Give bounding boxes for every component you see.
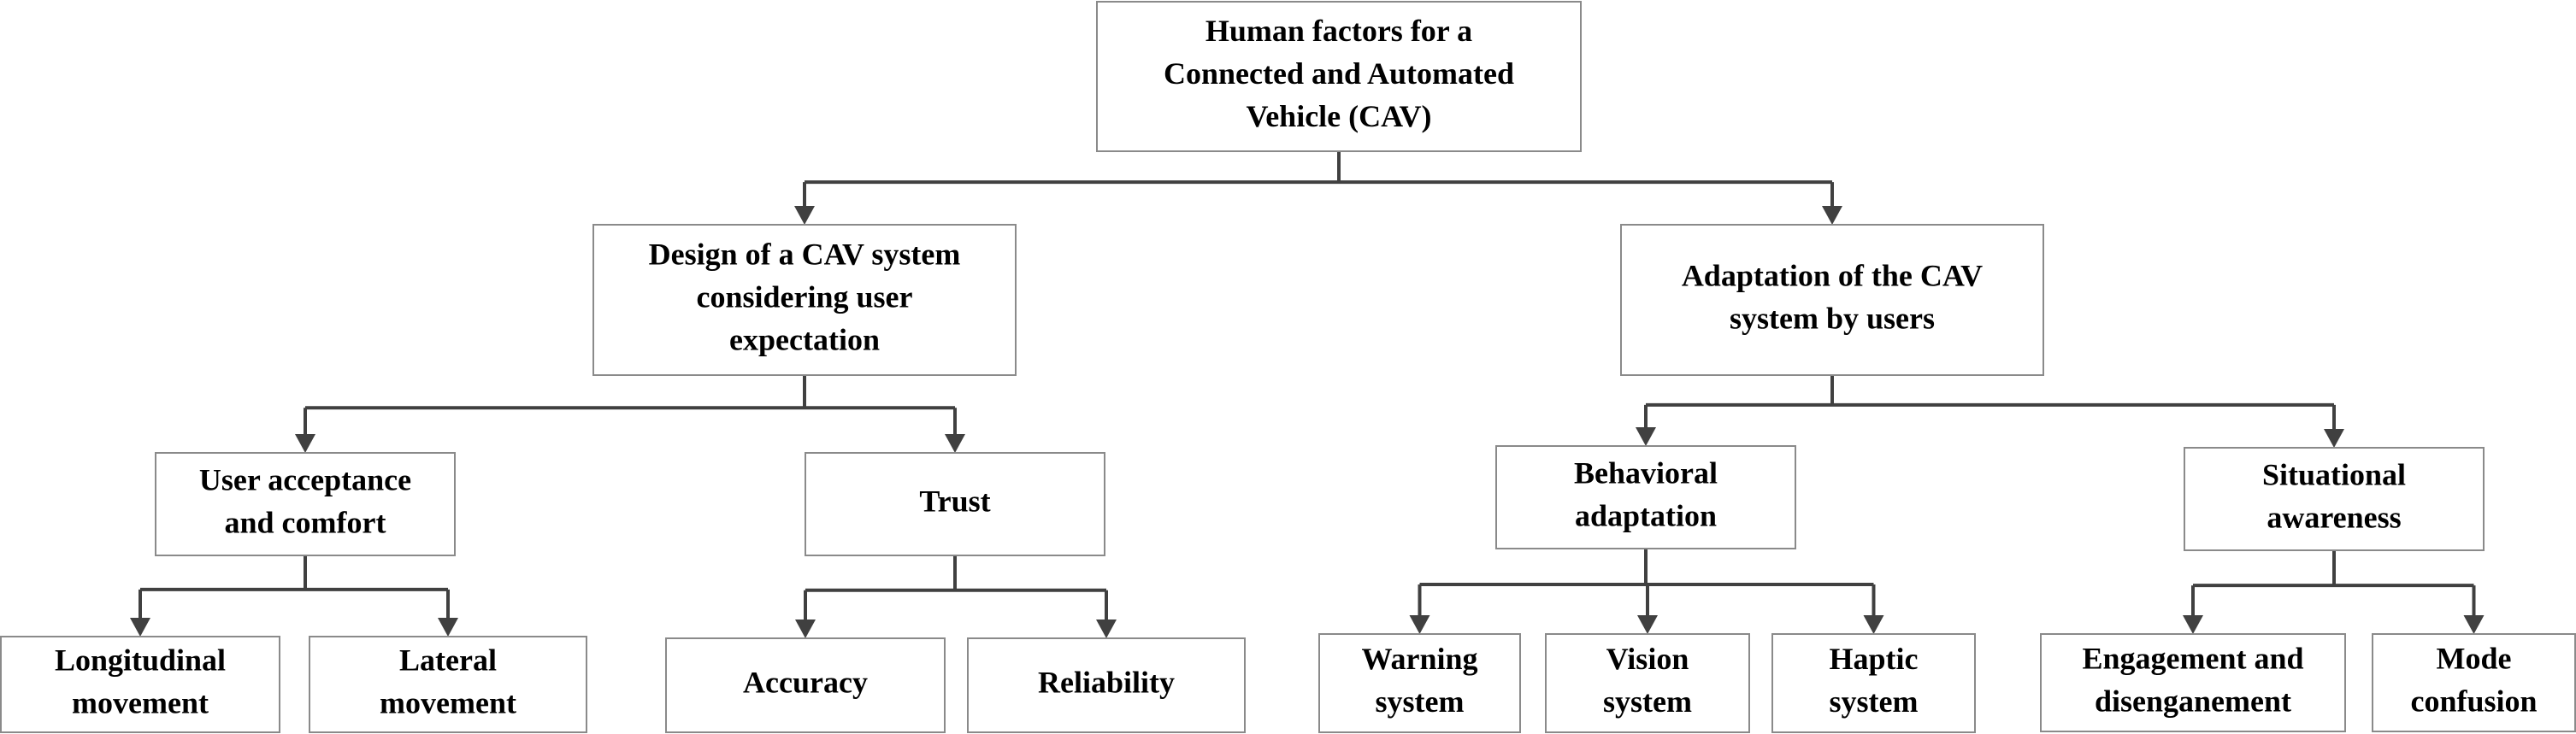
node-engagement-box	[2040, 633, 2346, 732]
node-engagement-line-0: Engagement and	[2082, 641, 2303, 675]
node-lateral-box	[309, 636, 587, 733]
node-root-line-0: Human factors for a	[1205, 14, 1472, 48]
node-accuracy-line-0: Accuracy	[743, 665, 868, 699]
arrowhead-acceptance	[295, 434, 315, 453]
node-reliability-line-0: Reliability	[1038, 665, 1175, 699]
node-behavioral-box	[1495, 445, 1796, 549]
arrowhead-behavioral	[1636, 427, 1656, 446]
node-warning-box	[1318, 633, 1521, 733]
node-accuracy: Accuracy	[665, 637, 946, 733]
node-root-line-1: Connected and Automated	[1164, 56, 1514, 91]
arrowhead-warning	[1409, 615, 1430, 634]
node-mode-box	[2372, 633, 2576, 732]
node-design: Design of a CAV system considering user ex…	[592, 224, 1017, 376]
node-longitudinal-line-0: Longitudinal	[55, 643, 226, 677]
node-lateral: Lateral movement	[309, 636, 587, 733]
connector-trust	[795, 555, 1117, 638]
node-trust: Trust	[805, 452, 1105, 556]
node-longitudinal-box	[0, 636, 280, 733]
node-situational: Situational awareness	[2184, 447, 2485, 551]
connector-layer	[130, 151, 2485, 638]
node-trust-box	[805, 452, 1105, 556]
arrowhead-accuracy	[795, 619, 816, 638]
node-vision-line-0: Vision	[1606, 642, 1689, 676]
arrowhead-design	[794, 206, 815, 225]
node-warning-line-1: system	[1376, 684, 1465, 719]
connector-root	[794, 151, 1842, 225]
arrowhead-longitudinal	[130, 618, 150, 637]
node-design-line-2: expectation	[729, 322, 880, 356]
node-reliability: Reliability	[967, 637, 1246, 733]
node-longitudinal: Longitudinal movement	[0, 636, 280, 733]
node-acceptance: User acceptance and comfort	[155, 452, 456, 556]
node-lateral-line-0: Lateral	[399, 643, 497, 677]
node-situational-line-0: Situational	[2262, 457, 2406, 491]
connector-design	[295, 375, 965, 453]
node-haptic-line-0: Haptic	[1830, 642, 1919, 676]
arrowhead-engagement	[2183, 615, 2203, 634]
node-behavioral: Behavioral adaptation	[1495, 445, 1796, 549]
node-haptic: Haptic system	[1771, 633, 1976, 733]
node-adaptation-line-1: system by users	[1730, 301, 1935, 335]
node-engagement: Engagement and disenganement	[2040, 633, 2346, 732]
node-acceptance-line-0: User acceptance	[199, 462, 411, 496]
node-vision-box	[1545, 633, 1750, 733]
arrowhead-mode	[2463, 615, 2485, 634]
node-behavioral-line-0: Behavioral	[1574, 455, 1718, 490]
arrowhead-adaptation	[1822, 206, 1842, 225]
node-adaptation-box	[1620, 224, 2044, 376]
connector-behavioral	[1409, 549, 1884, 634]
connector-adaptation	[1636, 375, 2344, 448]
node-mode-line-0: Mode	[2437, 641, 2512, 675]
node-acceptance-box	[155, 452, 456, 556]
node-design-line-0: Design of a CAV system	[649, 237, 961, 271]
node-mode-line-1: confusion	[2410, 684, 2537, 718]
node-warning: Warning system	[1318, 633, 1521, 733]
node-root-box	[1096, 1, 1582, 152]
node-warning-line-0: Warning	[1361, 642, 1477, 676]
node-longitudinal-line-1: movement	[72, 685, 209, 719]
node-adaptation-line-0: Adaptation of the CAV	[1682, 258, 1983, 292]
node-behavioral-line-1: adaptation	[1575, 498, 1717, 532]
node-engagement-line-1: disenganement	[2095, 684, 2291, 718]
arrowhead-haptic	[1863, 615, 1884, 634]
arrowhead-situational	[2324, 429, 2344, 448]
connector-acceptance	[130, 555, 458, 637]
node-trust-line-0: Trust	[919, 484, 990, 518]
node-vision: Vision system	[1545, 633, 1750, 733]
node-reliability-box	[967, 637, 1246, 733]
node-situational-line-1: awareness	[2267, 500, 2401, 534]
node-root: Human factors for a Connected and Automat…	[1096, 1, 1582, 152]
node-lateral-line-1: movement	[380, 685, 516, 719]
node-haptic-box	[1771, 633, 1976, 733]
node-mode: Mode confusion	[2372, 633, 2576, 732]
connector-situational	[2183, 550, 2485, 634]
node-root-line-2: Vehicle (CAV)	[1247, 99, 1432, 133]
arrowhead-vision	[1637, 615, 1658, 634]
arrowhead-trust	[945, 434, 965, 453]
arrowhead-lateral	[438, 618, 458, 637]
node-vision-line-1: system	[1603, 684, 1692, 719]
node-haptic-line-1: system	[1830, 684, 1919, 719]
node-situational-box	[2184, 447, 2485, 551]
arrowhead-reliability	[1096, 619, 1117, 638]
node-adaptation: Adaptation of the CAV system by users	[1620, 224, 2044, 376]
node-design-line-1: considering user	[696, 279, 912, 314]
node-design-box	[592, 224, 1017, 376]
node-acceptance-line-1: and comfort	[225, 505, 386, 539]
node-accuracy-box	[665, 637, 946, 733]
